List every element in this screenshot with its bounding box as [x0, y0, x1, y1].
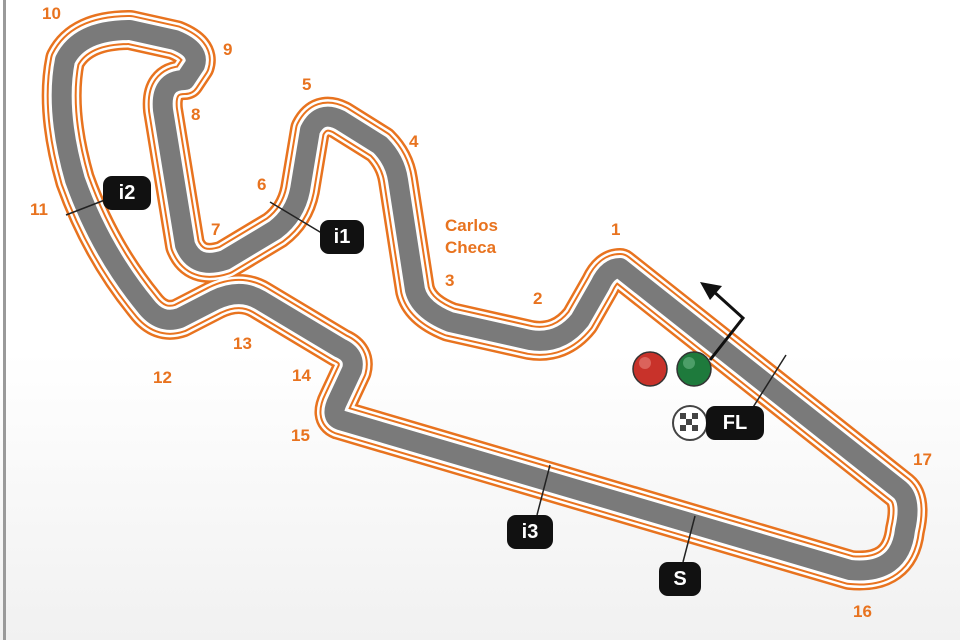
corner-16: 16 [853, 602, 872, 621]
intermediate-2-badge: i2 [103, 176, 151, 210]
corner-1: 1 [611, 220, 621, 239]
corner-name-line2: Checa [445, 238, 497, 257]
corner-2: 2 [533, 289, 543, 308]
corner-name-carlos-checa: Carlos Checa [445, 215, 498, 259]
corner-12: 12 [153, 368, 172, 387]
corner-11: 11 [30, 200, 48, 219]
corner-14: 14 [292, 366, 311, 385]
corner-4: 4 [409, 132, 419, 151]
intermediate-3-badge: i3 [507, 515, 553, 549]
left-border [3, 0, 6, 640]
chequered-flag-icon [672, 405, 708, 441]
corner-6: 6 [257, 175, 267, 194]
direction-arrow-icon [700, 282, 722, 300]
corner-9: 9 [223, 40, 233, 59]
green-light-icon [676, 351, 712, 387]
corner-13: 13 [233, 334, 252, 353]
intermediate-1-badge: i1 [320, 220, 364, 254]
corner-3: 3 [445, 271, 455, 290]
corner-15: 15 [291, 426, 310, 445]
corner-10: 10 [42, 4, 61, 23]
corner-7: 7 [211, 220, 221, 239]
corner-5: 5 [302, 75, 312, 94]
corner-8: 8 [191, 105, 201, 124]
finish-line-badge: FL [706, 406, 764, 440]
corner-name-line1: Carlos [445, 216, 498, 235]
speed-trap-badge: S [659, 562, 701, 596]
red-light-icon [632, 351, 668, 387]
corner-17: 17 [913, 450, 932, 469]
